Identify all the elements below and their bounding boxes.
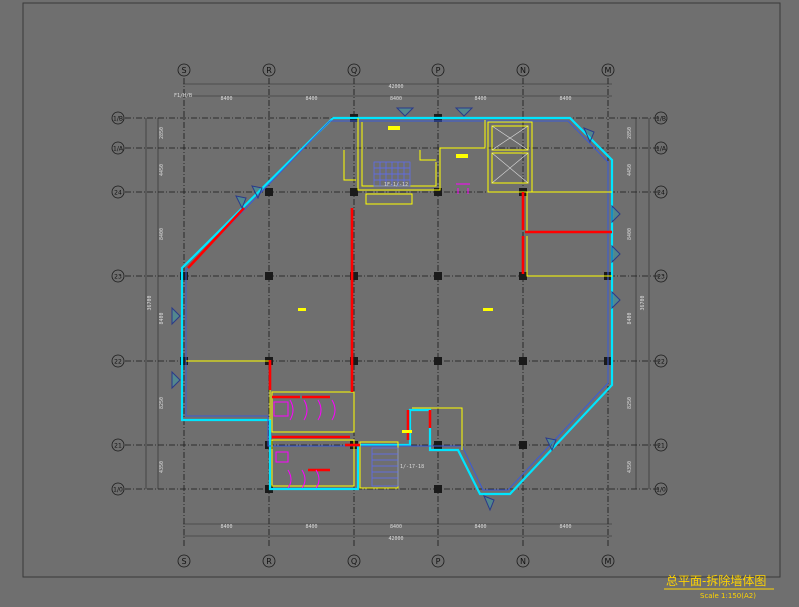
dimension-label: 4450	[159, 164, 165, 176]
grid-row-label: 24	[114, 190, 122, 197]
grid-bubble-col	[431, 63, 445, 77]
grid-row-label: 1/B	[113, 116, 123, 123]
grid-bubble-row	[654, 111, 668, 125]
grid-labels: S S R R Q Q P P N N M M 1/B 1/B 1/A 1/A 24 24 23 23 22 22 21 21…	[111, 63, 668, 568]
grid-col-label: R	[266, 557, 272, 566]
grid-bubble-col	[262, 63, 276, 77]
grid-col-label: R	[266, 66, 272, 75]
grid-col-label: Q	[351, 66, 357, 75]
grid-col-label: M	[605, 557, 612, 566]
dimension-label: 8400	[627, 312, 633, 324]
dimension-label: 8400	[474, 524, 486, 530]
stairs	[371, 161, 411, 487]
stair-label-south: 1/-17-18	[400, 464, 424, 470]
grid-row-label: 1/B	[656, 116, 666, 123]
dimension-label: 8400	[559, 524, 571, 530]
room-tags	[298, 126, 493, 433]
dimension-label: 8400	[559, 96, 571, 102]
restroom-fixtures	[273, 183, 470, 489]
grid-bubble-row	[654, 354, 668, 368]
grid-col-label: N	[520, 66, 526, 75]
interior-partitions	[186, 118, 612, 489]
grid-col-label: N	[520, 557, 526, 566]
dimension-label: 2850	[159, 127, 165, 139]
grid-row-label: 21	[657, 443, 665, 450]
grid-row-label: 1/A	[113, 146, 124, 153]
grid-bubble-col	[177, 63, 191, 77]
grid-lines	[125, 78, 660, 548]
dimension-label: 8400	[390, 96, 402, 102]
grid-bubble-row	[111, 269, 125, 283]
dimension-label: 8400	[627, 228, 633, 240]
grid-bubble-col	[516, 554, 530, 568]
dimension-label: 8400	[390, 524, 402, 530]
dimension-label: 8400	[474, 96, 486, 102]
demolished-walls	[187, 192, 612, 472]
grid-bubble-row	[111, 482, 125, 496]
dimension-label: 2850	[627, 127, 633, 139]
grid-bubble-col	[347, 63, 361, 77]
corner-mark: F1/H/B	[174, 93, 192, 99]
grid-col-label: M	[605, 66, 612, 75]
dimension-label: 8400	[220, 96, 232, 102]
grid-bubble-col	[177, 554, 191, 568]
dimension-label: 4350	[159, 461, 165, 473]
grid-bubble-row	[654, 482, 668, 496]
grid-bubble-col	[262, 554, 276, 568]
dimension-label: 8400	[220, 524, 232, 530]
grid-col-label: S	[181, 66, 186, 75]
grid-bubble-row	[654, 185, 668, 199]
grid-row-label: 24	[657, 190, 665, 197]
dimension-label: 36700	[640, 295, 646, 310]
grid-bubble-row	[111, 185, 125, 199]
dimension-label: 8250	[159, 397, 165, 409]
dimension-label: 8250	[627, 397, 633, 409]
dimension-lines	[145, 83, 650, 537]
dimension-label: 42000	[388, 536, 403, 542]
grid-row-label: 1/0	[113, 487, 123, 494]
grid-bubble-col	[601, 63, 615, 77]
grid-bubble-col	[516, 63, 530, 77]
grid-row-label: 1/A	[656, 146, 667, 153]
grid-bubble-row	[111, 111, 125, 125]
grid-bubble-row	[654, 141, 668, 155]
grid-bubble-row	[111, 354, 125, 368]
grid-bubble-col	[601, 554, 615, 568]
grid-bubble-row	[654, 269, 668, 283]
drawing-title: 总平面-拆除墙体图	[666, 573, 766, 588]
exterior-wall-inner	[185, 120, 609, 491]
dimension-label: 8400	[159, 312, 165, 324]
grid-row-label: 23	[657, 274, 665, 281]
dimension-label: 8400	[305, 96, 317, 102]
grid-bubble-col	[347, 554, 361, 568]
grid-bubble-col	[431, 554, 445, 568]
grid-row-label: 23	[114, 274, 122, 281]
dimension-label: 36700	[147, 295, 153, 310]
grid-row-label: 1/0	[656, 487, 666, 494]
drawing-scale: Scale 1:150(A2)	[700, 592, 756, 600]
grid-row-label: 22	[114, 359, 122, 366]
dimension-label: 4350	[627, 461, 633, 473]
dimension-label: 42000	[388, 84, 403, 90]
grid-col-label: P	[436, 557, 441, 566]
dimension-label: 8400	[305, 524, 317, 530]
sheet-border	[22, 2, 781, 578]
dimension-label: 4450	[627, 164, 633, 176]
grid-bubble-row	[111, 438, 125, 452]
grid-col-label: S	[181, 557, 186, 566]
dimension-labels: 8400 8400 8400 8400 8400 42000 8400 8400 8400 840…	[147, 84, 646, 542]
grid-row-label: 22	[657, 359, 665, 366]
grid-bubble-row	[654, 438, 668, 452]
stair-label-north: 1F-1/-12	[384, 182, 408, 188]
grid-col-label: P	[436, 66, 441, 75]
structural-columns	[180, 114, 612, 493]
exterior-wall	[180, 116, 614, 496]
dimension-label: 8400	[159, 228, 165, 240]
window-symbols	[171, 107, 621, 512]
elevator-shafts	[491, 125, 529, 184]
grid-col-label: Q	[351, 557, 357, 566]
grid-bubble-row	[111, 141, 125, 155]
grid-row-label: 21	[114, 443, 122, 450]
